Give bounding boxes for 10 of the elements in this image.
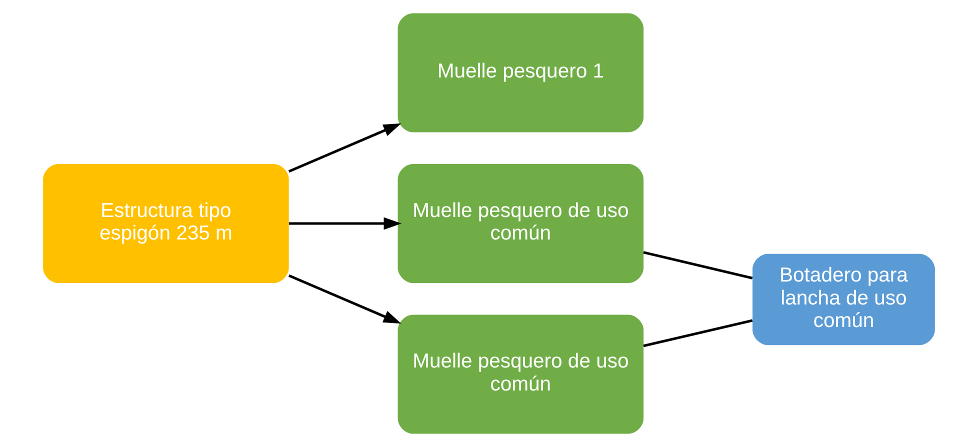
arrow [288, 217, 402, 230]
node-box: Botadero para lancha de uso común [752, 254, 935, 346]
connector [643, 251, 753, 280]
node-box: Muelle pesquero de uso común [398, 164, 644, 284]
arrow [288, 123, 402, 173]
arrow [288, 274, 402, 324]
connector [643, 319, 753, 348]
node-box: Muelle pesquero de uso común [398, 314, 644, 434]
node-box: Estructura tipo espigón 235 m [43, 164, 289, 284]
node-box: Muelle pesquero 1 [398, 13, 644, 132]
